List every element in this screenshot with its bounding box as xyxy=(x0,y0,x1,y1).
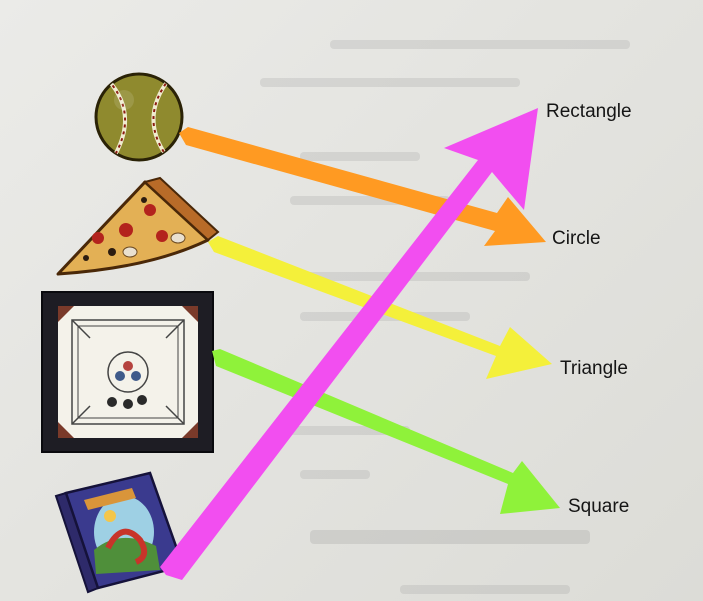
shape-label-circle: Circle xyxy=(552,228,601,250)
book-icon xyxy=(56,473,183,592)
shape-label-square: Square xyxy=(568,496,629,518)
carrom-board-icon xyxy=(42,292,213,452)
shape-label-triangle: Triangle xyxy=(560,358,628,380)
pizza-slice-icon xyxy=(58,178,218,274)
baseball-icon xyxy=(96,74,182,160)
shape-label-rectangle: Rectangle xyxy=(546,101,632,123)
